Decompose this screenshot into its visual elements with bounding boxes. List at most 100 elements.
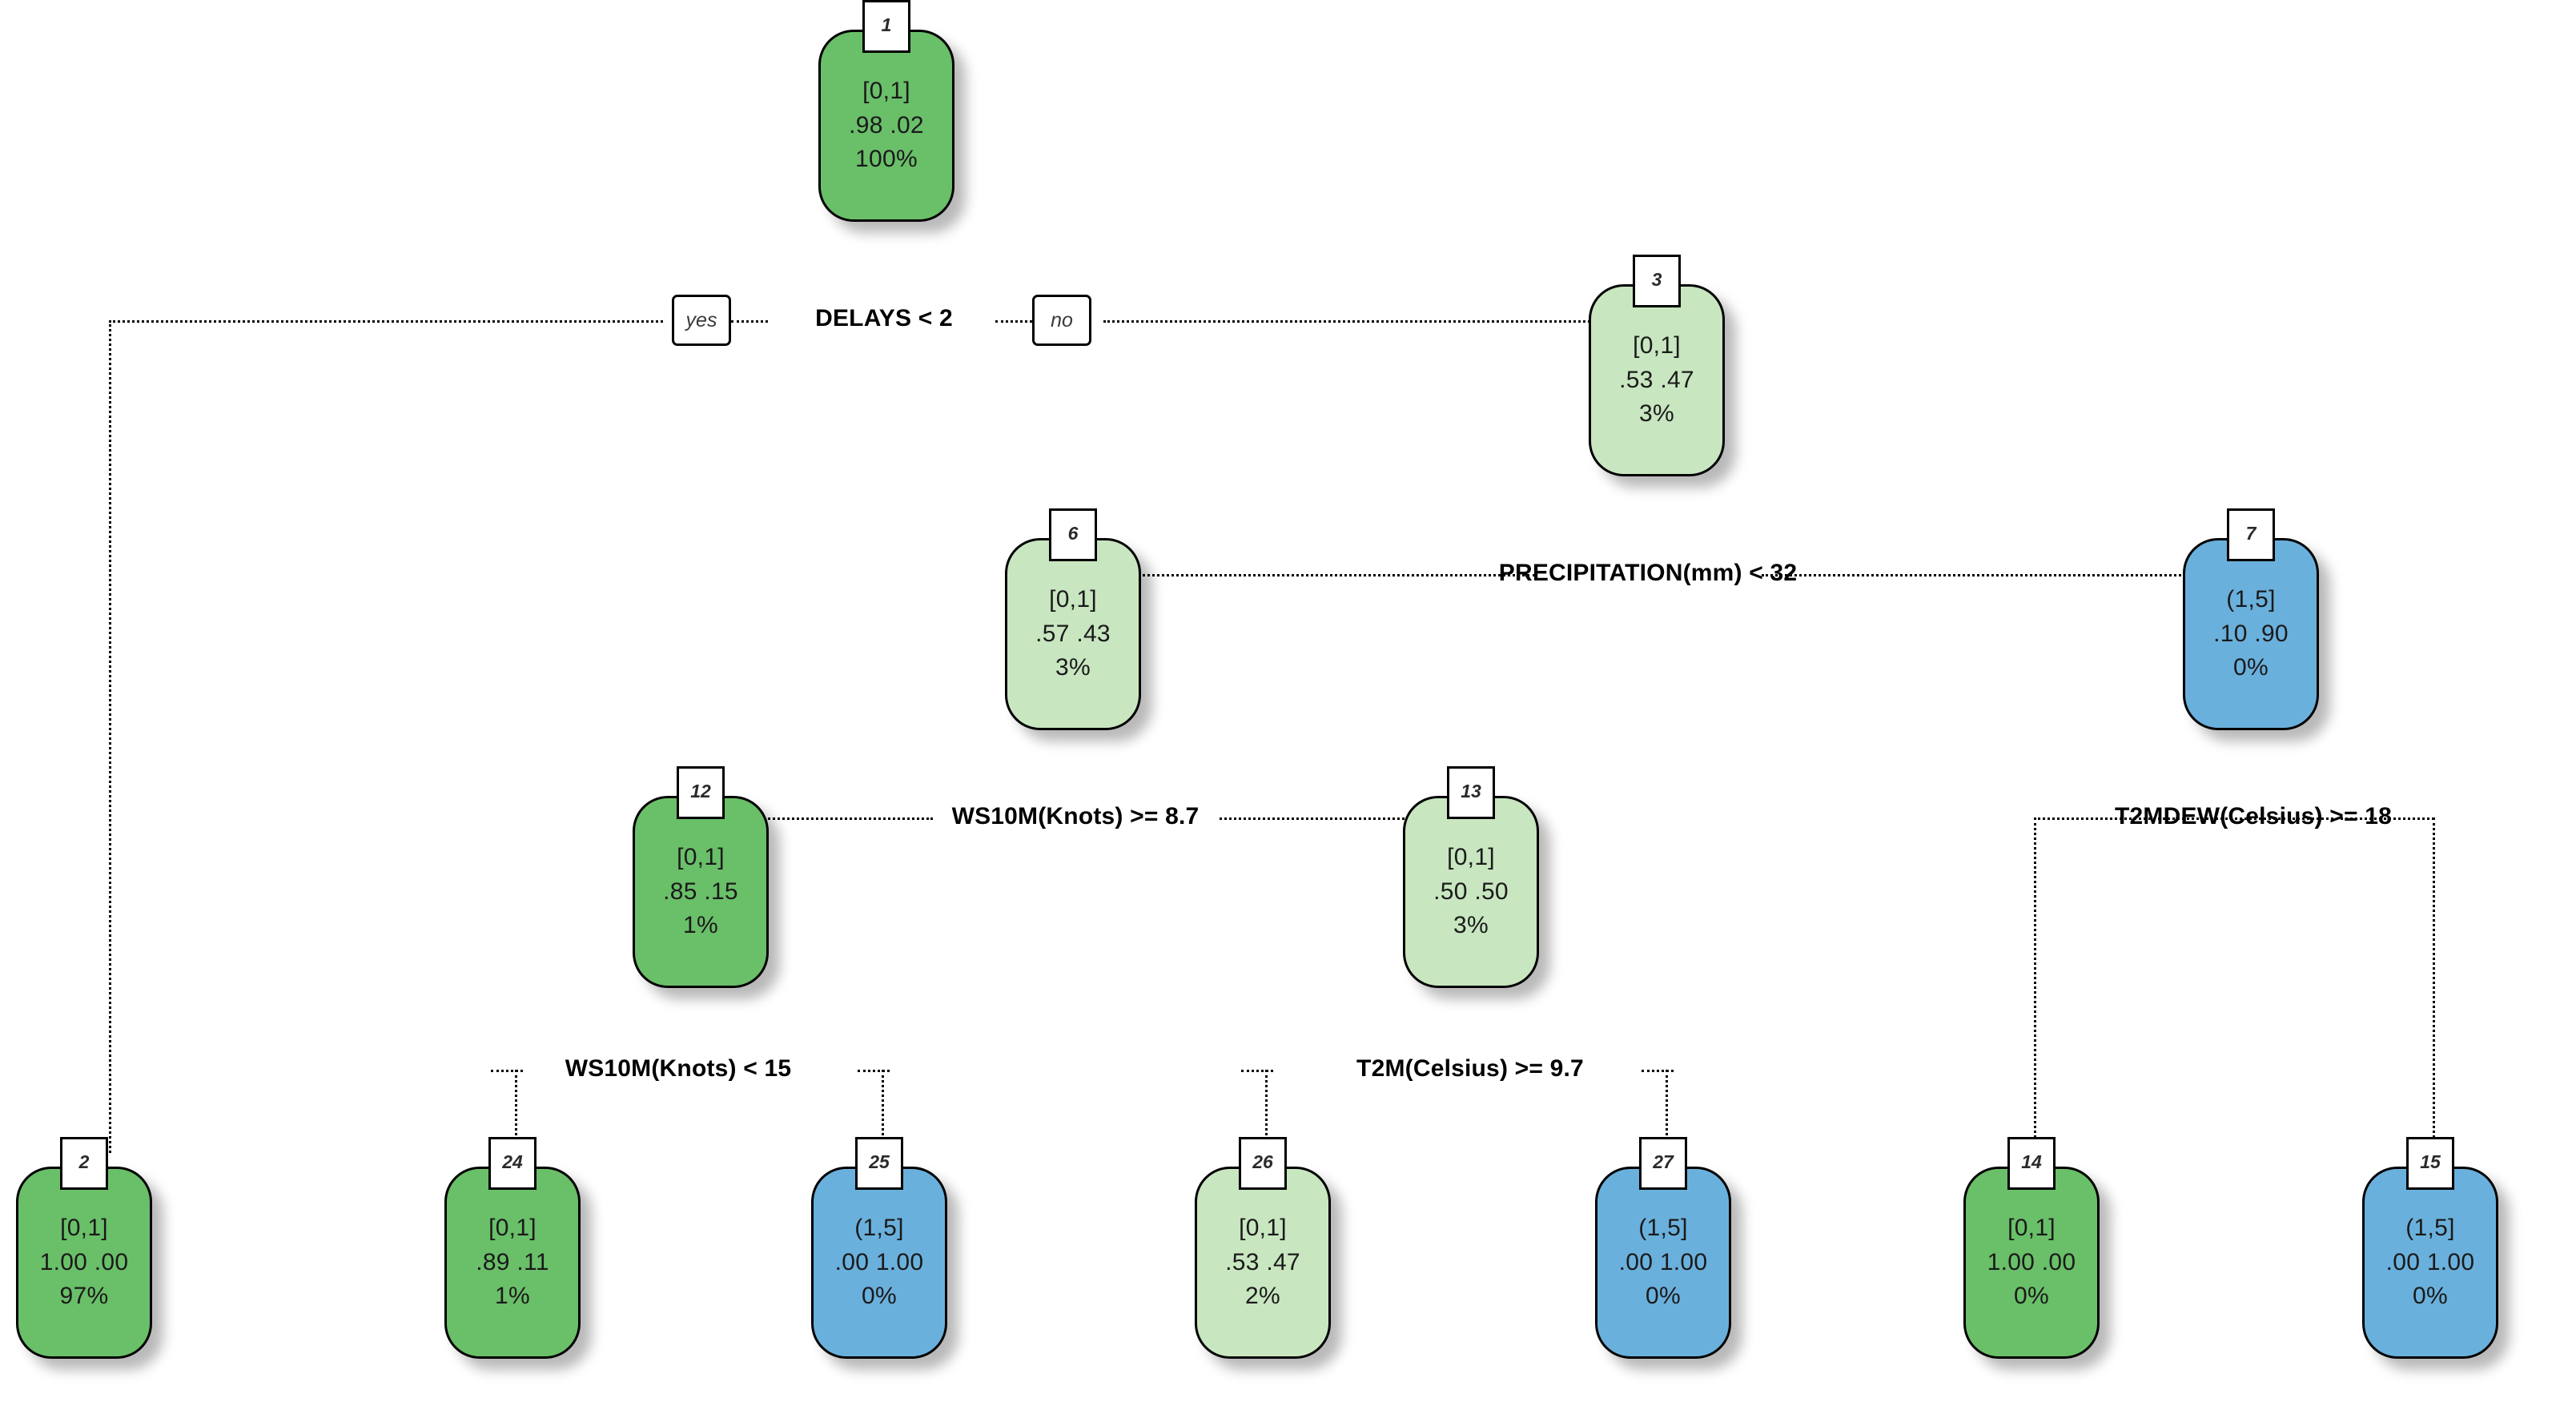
tree-node-6[interactable]: [0,1] .57 .43 3% <box>1005 538 1141 730</box>
node-tag-14[interactable]: 14 <box>2007 1137 2056 1190</box>
node-1-pct: 100% <box>855 146 918 173</box>
connector-node7-no <box>2433 817 2435 1153</box>
node-27-probs: .00 1.00 <box>1618 1248 1708 1275</box>
node-tag-label: 27 <box>1653 1151 1674 1172</box>
connector-node7-span <box>2034 817 2434 820</box>
node-1-probs: .98 .02 <box>849 111 924 139</box>
node-tag-label: 3 <box>1651 269 1662 290</box>
split-label-node13: T2M(Celsius) >= 9.7 <box>1356 1055 1584 1082</box>
node-tag-label: 6 <box>1067 523 1079 544</box>
tree-node-24[interactable]: [0,1] .89 .11 1% <box>444 1167 581 1359</box>
node-27-label: (1,5] <box>1638 1215 1688 1242</box>
tree-node-1[interactable]: [0,1] .98 .02 100% <box>818 30 954 222</box>
node-3-pct: 3% <box>1639 400 1674 428</box>
split-label-node3: PRECIPITATION(mm) < 32 <box>1498 560 1798 586</box>
node-tag-label: 1 <box>881 14 892 35</box>
split-label-root: DELAYS < 2 <box>815 305 953 331</box>
tree-node-25[interactable]: (1,5] .00 1.00 0% <box>811 1167 947 1359</box>
node-15-pct: 0% <box>2413 1283 2448 1310</box>
node-tag-label: 15 <box>2420 1151 2441 1172</box>
node-tag-13[interactable]: 13 <box>1447 766 1495 819</box>
node-tag-label: 7 <box>2245 523 2257 544</box>
node-tag-25[interactable]: 25 <box>855 1137 903 1190</box>
node-26-probs: .53 .47 <box>1225 1248 1300 1275</box>
tree-node-13[interactable]: [0,1] .50 .50 3% <box>1403 796 1539 988</box>
node-3-probs: .53 .47 <box>1619 366 1694 393</box>
connector-node6-yes <box>725 817 933 820</box>
node-13-label: [0,1] <box>1447 844 1495 871</box>
node-12-pct: 1% <box>683 912 718 939</box>
connector-node6-no <box>1220 817 1496 820</box>
node-6-probs: .57 .43 <box>1035 620 1111 647</box>
node-25-pct: 0% <box>862 1283 897 1310</box>
node-tag-label: 24 <box>502 1151 523 1172</box>
connector-node3-no <box>1762 574 2277 576</box>
connector-yes-to-label <box>731 320 768 323</box>
node-26-label: [0,1] <box>1239 1215 1287 1242</box>
tree-node-12[interactable]: [0,1] .85 .15 1% <box>633 796 769 988</box>
node-2-probs: 1.00 .00 <box>39 1248 129 1275</box>
node-2-pct: 97% <box>59 1283 109 1310</box>
node-tag-24[interactable]: 24 <box>488 1137 536 1190</box>
tree-node-14[interactable]: [0,1] 1.00 .00 0% <box>1963 1167 2100 1359</box>
branch-label-no-text: no <box>1051 308 1073 331</box>
node-14-label: [0,1] <box>2007 1215 2056 1242</box>
tree-node-26[interactable]: [0,1] .53 .47 2% <box>1195 1167 1331 1359</box>
node-tag-label: 13 <box>1461 781 1481 801</box>
node-15-probs: .00 1.00 <box>2385 1248 2475 1275</box>
connector-label-to-no <box>995 320 1032 323</box>
node-tag-15[interactable]: 15 <box>2406 1137 2454 1190</box>
node-7-probs: .10 .90 <box>2213 620 2289 647</box>
tree-node-15[interactable]: (1,5] .00 1.00 0% <box>2362 1167 2498 1359</box>
node-13-probs: .50 .50 <box>1433 878 1509 905</box>
node-7-pct: 0% <box>2233 654 2269 681</box>
connector-node12-left-stub <box>491 1070 523 1072</box>
node-tag-7[interactable]: 7 <box>2227 508 2275 561</box>
node-tag-3[interactable]: 3 <box>1633 255 1681 307</box>
node-12-label: [0,1] <box>677 844 725 871</box>
node-tag-1[interactable]: 1 <box>862 0 910 53</box>
node-tag-26[interactable]: 26 <box>1239 1137 1287 1190</box>
node-7-label: (1,5] <box>2226 586 2276 613</box>
node-14-pct: 0% <box>2014 1283 2049 1310</box>
node-tag-2[interactable]: 2 <box>60 1137 108 1190</box>
connector-node13-right-stub <box>1642 1070 1674 1072</box>
node-6-pct: 3% <box>1055 654 1091 681</box>
node-tag-12[interactable]: 12 <box>677 766 725 819</box>
connector-node12-yes <box>515 1070 517 1169</box>
node-24-probs: .89 .11 <box>476 1248 549 1275</box>
node-tag-label: 25 <box>869 1151 890 1172</box>
connector-node13-no <box>1666 1070 1668 1169</box>
node-tag-label: 2 <box>78 1151 90 1172</box>
branch-label-no[interactable]: no <box>1032 295 1091 346</box>
node-25-label: (1,5] <box>854 1215 904 1242</box>
node-24-pct: 1% <box>495 1283 530 1310</box>
connector-node3-yes <box>1099 574 1536 576</box>
node-12-probs: .85 .15 <box>663 878 738 905</box>
node-tag-label: 14 <box>2021 1151 2042 1172</box>
tree-node-2[interactable]: [0,1] 1.00 .00 97% <box>16 1167 152 1359</box>
node-24-label: [0,1] <box>488 1215 536 1242</box>
node-14-probs: 1.00 .00 <box>1987 1248 2076 1275</box>
connector-node12-no <box>882 1070 884 1169</box>
node-15-label: (1,5] <box>2405 1215 2455 1242</box>
connector-node12-right-stub <box>858 1070 890 1072</box>
connector-node13-yes <box>1265 1070 1268 1169</box>
node-6-label: [0,1] <box>1049 586 1097 613</box>
tree-node-7[interactable]: (1,5] .10 .90 0% <box>2183 538 2319 730</box>
node-13-pct: 3% <box>1453 912 1489 939</box>
connector-node7-yes <box>2034 817 2036 1153</box>
node-2-label: [0,1] <box>60 1215 108 1242</box>
connector-node13-left-stub <box>1241 1070 1273 1072</box>
split-label-node7: T2MDEW(Celsius) >= 18 <box>2115 803 2392 829</box>
node-tag-6[interactable]: 6 <box>1049 508 1097 561</box>
node-25-probs: .00 1.00 <box>834 1248 924 1275</box>
node-26-pct: 2% <box>1245 1283 1280 1310</box>
node-1-label: [0,1] <box>862 78 910 105</box>
split-label-node12: WS10M(Knots) < 15 <box>565 1055 792 1082</box>
node-tag-27[interactable]: 27 <box>1639 1137 1687 1190</box>
branch-label-yes[interactable]: yes <box>672 295 731 346</box>
node-tag-label: 26 <box>1252 1151 1273 1172</box>
